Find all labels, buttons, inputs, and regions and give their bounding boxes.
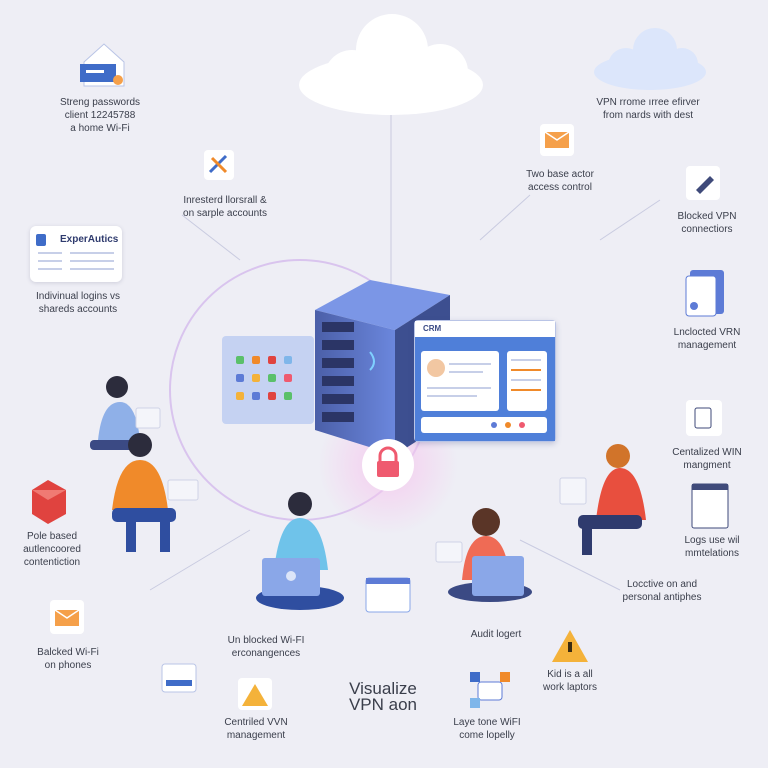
label-logs-use: Logs use wil mmtelations — [684, 535, 740, 559]
document-small-icon — [36, 234, 46, 246]
label-individual-logins: Indivinual logins vs shareds accounts — [36, 291, 120, 315]
cube-icon — [32, 480, 66, 524]
crm-body — [415, 337, 555, 441]
title-line-2: VPN aon — [348, 695, 418, 714]
label-centralized-win: Centalized WIN mangment — [672, 447, 742, 471]
label-vpn-remote: VPN rrome ırree efirver from nards with … — [596, 97, 700, 121]
label-kids-work: Kid is a all work laptors — [543, 669, 597, 693]
network-icon — [470, 672, 510, 708]
warning-icon — [238, 678, 272, 710]
qr-card-icon — [161, 663, 197, 693]
lock-icon — [362, 439, 414, 491]
document-icon — [685, 270, 724, 317]
expert-card: ExperAutics — [30, 226, 122, 282]
cloud-icon — [299, 14, 483, 115]
cloud-icon-2 — [594, 28, 706, 90]
tools-icon — [204, 150, 234, 180]
window-icon — [691, 483, 729, 529]
label-strong-passwords: Streng passwords client 12245788 a home … — [59, 97, 141, 134]
plug-icon — [686, 166, 720, 200]
label-blocked-vpn: Blocked VPN connectiors — [677, 211, 737, 235]
connector-lines — [149, 112, 661, 591]
label-layer-wifi: Laye tone WiFI come lopelly — [453, 717, 521, 741]
title-line-1: Visualize — [349, 679, 417, 698]
label-two-base: Two base actor access control — [526, 169, 594, 193]
envelope-icon — [50, 600, 84, 634]
person-left-orange — [112, 433, 199, 552]
crm-window: CRM — [414, 320, 556, 442]
label-backed-wifi: Balcked Wi-Fi on phones — [37, 647, 99, 671]
crm-profile-card — [421, 351, 499, 411]
label-lock-personal: Locctive on and personal antiphes — [622, 579, 702, 603]
label-unblocked-wifi: Un blocked Wi-FI erconangences — [227, 635, 305, 659]
calendar-icon — [365, 577, 411, 613]
label-centralized-vvn: Centriled VVN management — [224, 717, 288, 741]
person-far-right — [559, 444, 646, 555]
warning-icon-2 — [552, 630, 588, 662]
browser-lock-icon — [80, 43, 125, 87]
crm-title: CRM — [423, 324, 442, 333]
app-icons-panel — [222, 336, 314, 424]
crm-list-card — [507, 351, 547, 411]
label-role-based: Pole based autlencoored contentiction — [23, 531, 81, 568]
crm-titlebar: CRM — [415, 321, 555, 338]
expert-card-title: ExperAutics — [60, 234, 119, 245]
document-icon-2 — [686, 400, 722, 436]
label-unlocked-vrn: Lnclocted VRN management — [673, 327, 741, 351]
email-icon — [540, 124, 574, 156]
crm-footer-bar — [421, 417, 547, 433]
person-center — [256, 492, 344, 610]
label-mixed-logins: Inresterd llorsrall & on sarple accounts — [183, 195, 267, 219]
person-right-red — [435, 508, 532, 602]
label-audit-logs: Audit logert — [470, 629, 522, 640]
